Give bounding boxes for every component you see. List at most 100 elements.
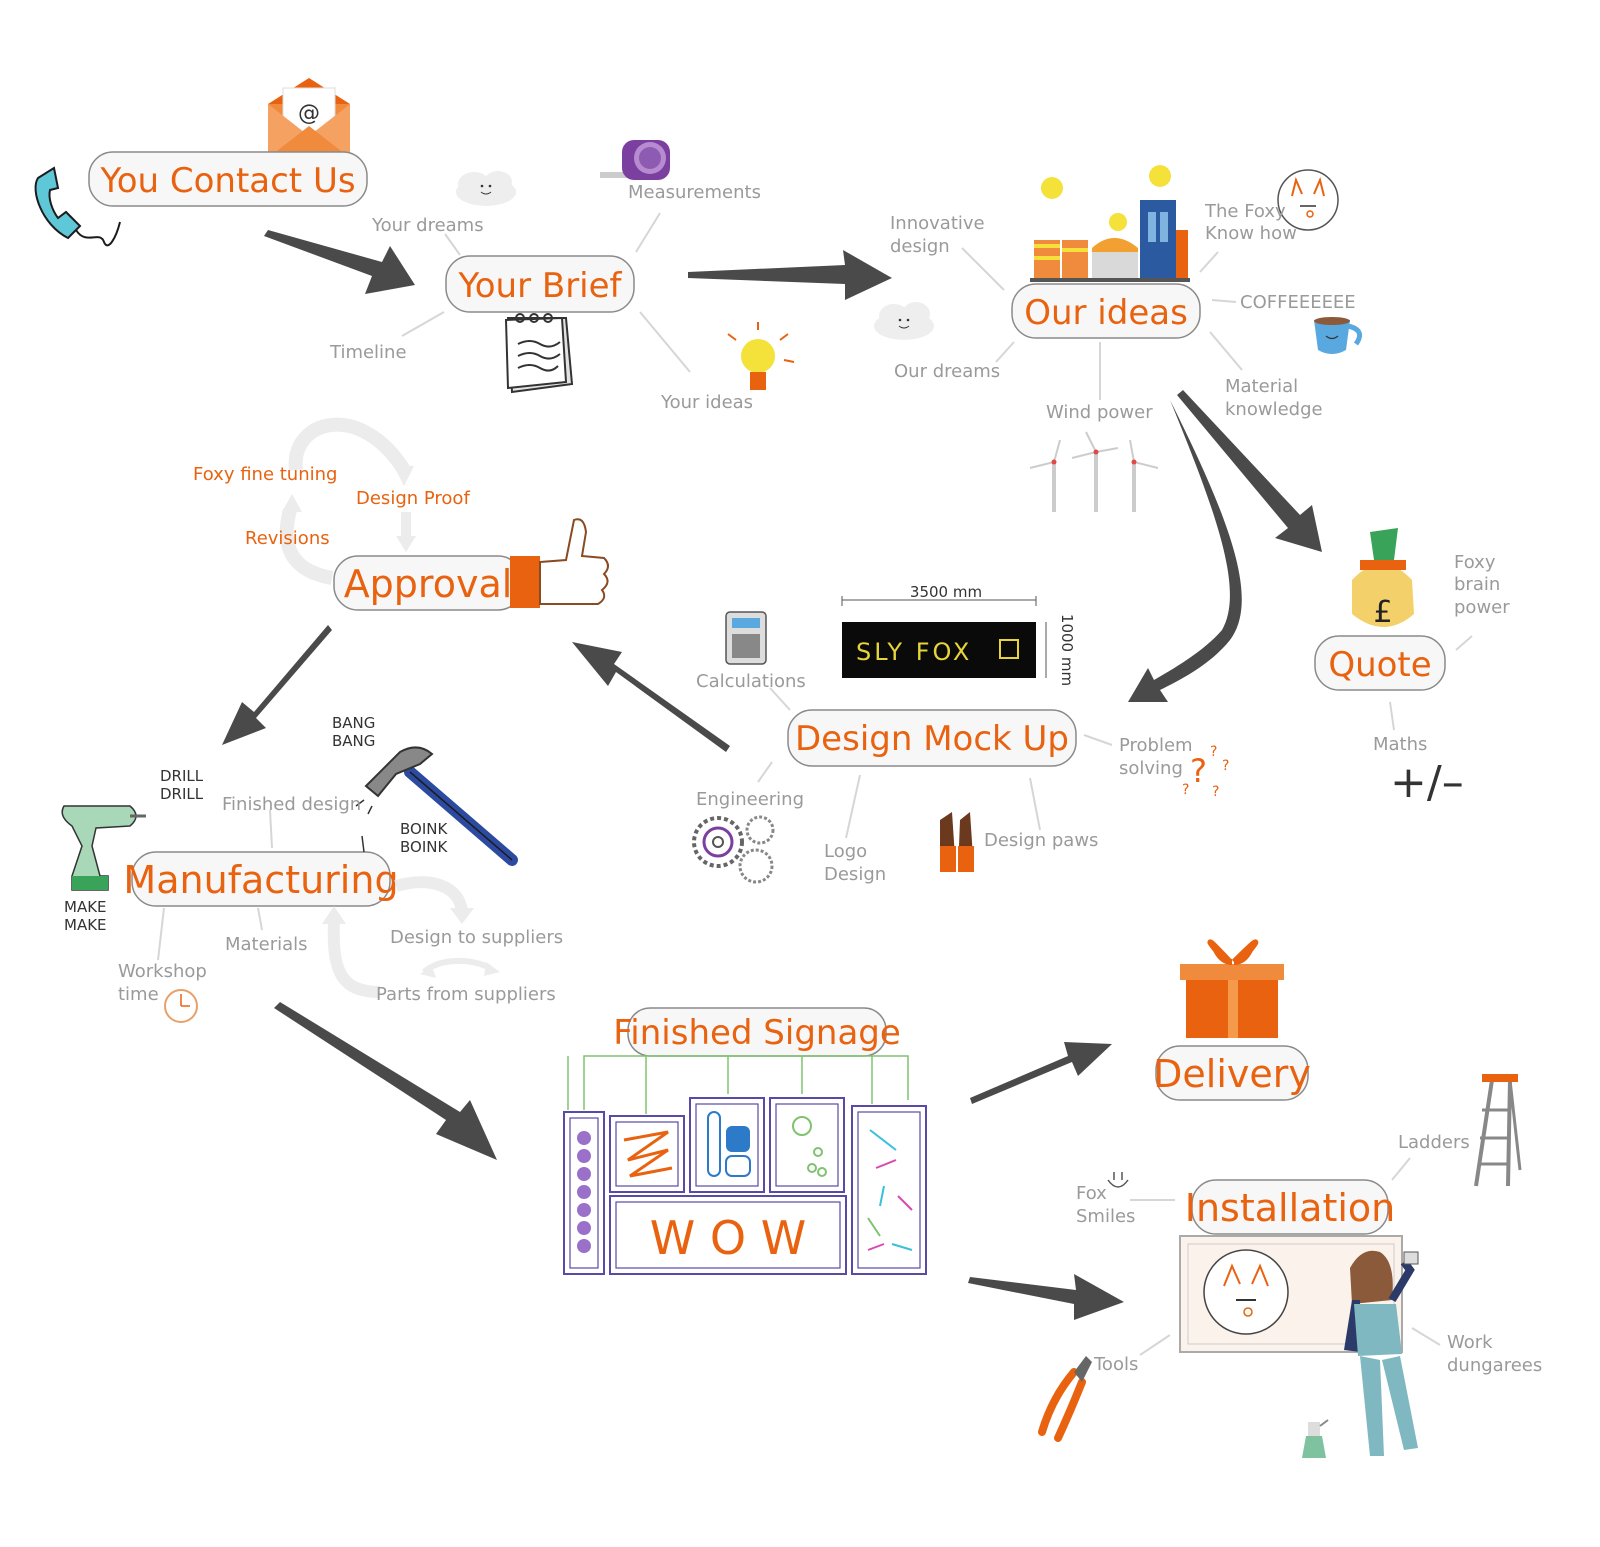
ideas-innovative-label-2: design: [890, 236, 950, 257]
spokes: [157, 212, 1473, 1356]
manufacturing-workshop-label-2: time: [118, 984, 159, 1005]
manufacturing-label: Manufacturing: [123, 858, 398, 902]
mockup-logo-label-1: Logo: [824, 841, 867, 862]
revision-cycle-arrows: [279, 417, 416, 585]
tape-measure-icon: [600, 140, 670, 180]
ideas-material-label-1: Material: [1225, 376, 1298, 397]
installation-tools-label: Tools: [1093, 1354, 1138, 1375]
quote-label: Quote: [1328, 645, 1431, 685]
contact-label: You Contact Us: [99, 161, 355, 201]
brief-dreams-label: Your dreams: [371, 215, 484, 236]
hammer-icon: [355, 746, 518, 866]
signage-label: Finished Signage: [613, 1013, 901, 1053]
mockup-node: [787, 709, 1077, 767]
installation-section: Ladders Fox Smiles Installation: [1038, 1074, 1542, 1458]
manufacturing-bang-label-1: BANG: [332, 714, 375, 732]
arrow-ideas-to-quote: [1177, 390, 1322, 552]
quote-node: [1314, 635, 1446, 691]
mockup-height-label: 1000 mm: [1058, 614, 1076, 686]
mockup-engineering-label: Engineering: [696, 789, 804, 810]
brief-section: Your dreams Measurements Timeline Your B…: [329, 140, 795, 413]
ideas-label: Our ideas: [1024, 293, 1188, 333]
installation-smiles-label-2: Smiles: [1076, 1206, 1135, 1227]
ideas-node: [1011, 283, 1201, 339]
installation-dungarees-label-2: dungarees: [1447, 1355, 1542, 1376]
brief-timeline-label: Timeline: [329, 342, 407, 363]
arrow-mockup-to-approval: [572, 642, 730, 752]
arrow-manufacturing-to-signage: [274, 1002, 497, 1160]
arrow-approval-to-manufacturing: [222, 625, 332, 745]
signage-wow-text: W O W: [650, 1211, 806, 1265]
mockup-paws-label: Design paws: [984, 830, 1098, 851]
manufacturing-drill-label-1: DRILL: [160, 767, 204, 785]
money-bag-icon: £: [1352, 528, 1414, 630]
fox-paws-icon: [940, 812, 974, 872]
installation-node: [1191, 1179, 1389, 1235]
supplier-cycle-arrows: [322, 876, 500, 998]
signage-panels: W O W: [563, 1097, 927, 1275]
quote-brain-label-1: Foxy: [1454, 552, 1496, 573]
flow-arrows: [222, 230, 1322, 1320]
led-sign-mockup: 3500 mm SLY FOX 1000 mm: [841, 583, 1076, 686]
signage-hanging-wires: [567, 1055, 909, 1114]
cloud-smile-icon-2: [874, 302, 934, 340]
arrow-signage-to-delivery: [970, 1042, 1112, 1104]
manufacturing-boink-label-2: BOINK: [400, 838, 448, 856]
mockup-section: Calculations 3500 mm SLY FOX 1000 mm Des…: [692, 583, 1229, 885]
lightbulb-icon: [727, 322, 795, 390]
clock-icon: [164, 989, 198, 1023]
installation-dungarees-label-1: Work: [1447, 1332, 1493, 1353]
svg-text:?: ?: [1222, 758, 1229, 774]
installation-label: Installation: [1185, 1186, 1395, 1230]
thumbs-up-icon: [510, 518, 609, 608]
manufacturing-finished-label: Finished design: [222, 794, 361, 815]
delivery-section: Delivery: [1153, 939, 1311, 1101]
manufacturing-drill-label-2: DRILL: [160, 785, 204, 803]
arrow-brief-to-ideas: [688, 250, 892, 300]
contact-section: @ You Contact Us: [34, 78, 368, 247]
contact-node: [88, 151, 368, 207]
brief-measurements-label: Measurements: [628, 182, 761, 203]
manufacturing-section: BANG BANG DRILL DRILL Finished design BO…: [61, 714, 563, 1023]
pliers-icon: [1038, 1356, 1092, 1442]
city-factory-icon: [1030, 165, 1190, 282]
quote-brain-label-3: power: [1454, 597, 1510, 618]
installation-smiles-label-1: Fox: [1076, 1183, 1107, 1204]
ideas-wind-label: Wind power: [1046, 402, 1153, 423]
manufacturing-node: [131, 851, 391, 907]
email-envelope-icon: @: [268, 78, 350, 158]
approval-proof-label: Design Proof: [356, 488, 470, 509]
mockup-led-text: SLY FOX: [856, 638, 972, 666]
wind-turbines-icon: [1029, 431, 1159, 512]
manufacturing-boink-label-1: BOINK: [400, 820, 448, 838]
manufacturing-make-label-2: MAKE: [64, 916, 107, 934]
fox-face-icon: [1277, 169, 1339, 231]
manufacturing-workshop-label-1: Workshop: [118, 961, 207, 982]
manufacturing-make-label-1: MAKE: [64, 898, 107, 916]
manufacturing-materials-label: Materials: [225, 934, 308, 955]
ideas-dreams-label: Our dreams: [894, 361, 1000, 382]
svg-text:?: ?: [1182, 782, 1189, 798]
ideas-foxy-label-1: The Foxy: [1204, 201, 1286, 222]
manufacturing-suppliers-to-label: Design to suppliers: [390, 927, 563, 948]
brief-label: Your Brief: [457, 266, 622, 306]
manufacturing-suppliers-from-label: Parts from suppliers: [376, 984, 556, 1005]
calculator-icon: [725, 611, 767, 665]
svg-text:?: ?: [1210, 744, 1217, 760]
ideas-section: Innovative design The Foxy Know how COFF…: [874, 165, 1363, 512]
ideas-foxy-label-2: Know how: [1205, 223, 1297, 244]
ideas-coffee-label: COFFEEEEEE: [1240, 292, 1356, 313]
approval-fine-tuning-label: Foxy fine tuning: [193, 464, 337, 485]
spray-bottle-icon: [1302, 1419, 1329, 1458]
cloud-smile-icon: [456, 171, 516, 206]
smile-icon: [1107, 1172, 1129, 1188]
ideas-material-label-2: knowledge: [1225, 399, 1323, 420]
approval-label: Approval: [344, 562, 513, 606]
brief-ideas-label: Your ideas: [660, 392, 753, 413]
notepad-icon: [504, 313, 574, 394]
signage-section: Finished Signage: [563, 1007, 927, 1275]
delivery-node: [1155, 1045, 1309, 1101]
approval-revisions-label: Revisions: [245, 528, 330, 549]
